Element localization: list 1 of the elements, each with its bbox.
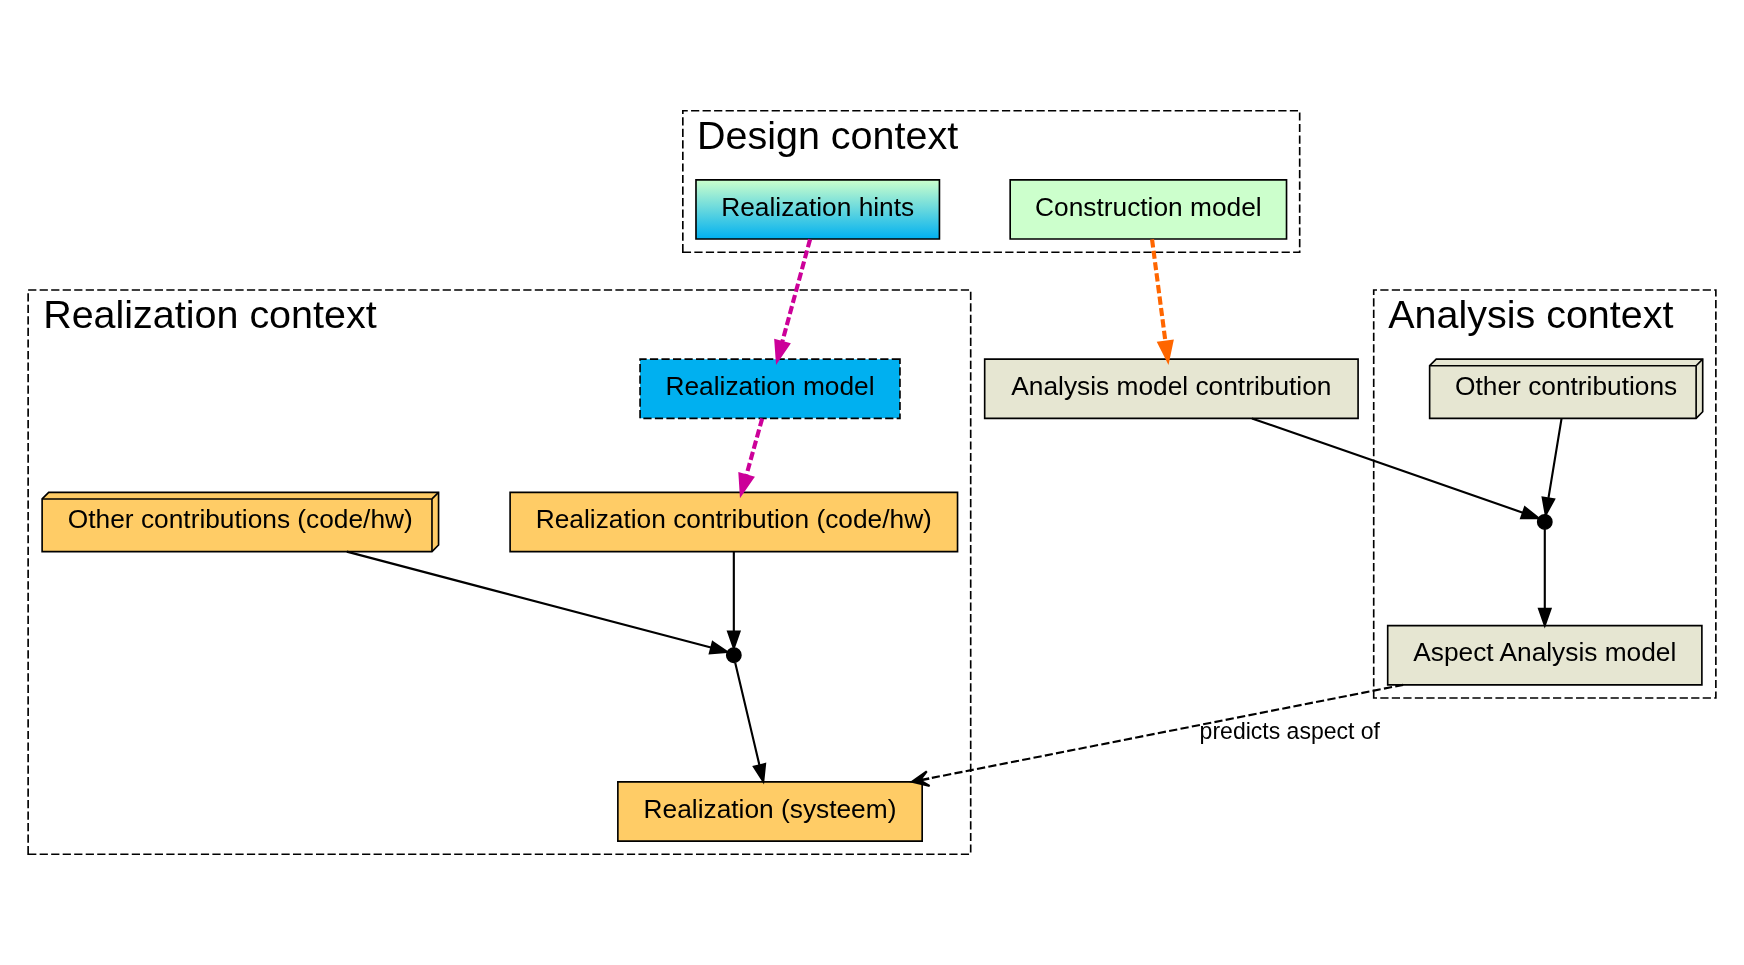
edge-label: predicts aspect of <box>1199 718 1381 745</box>
